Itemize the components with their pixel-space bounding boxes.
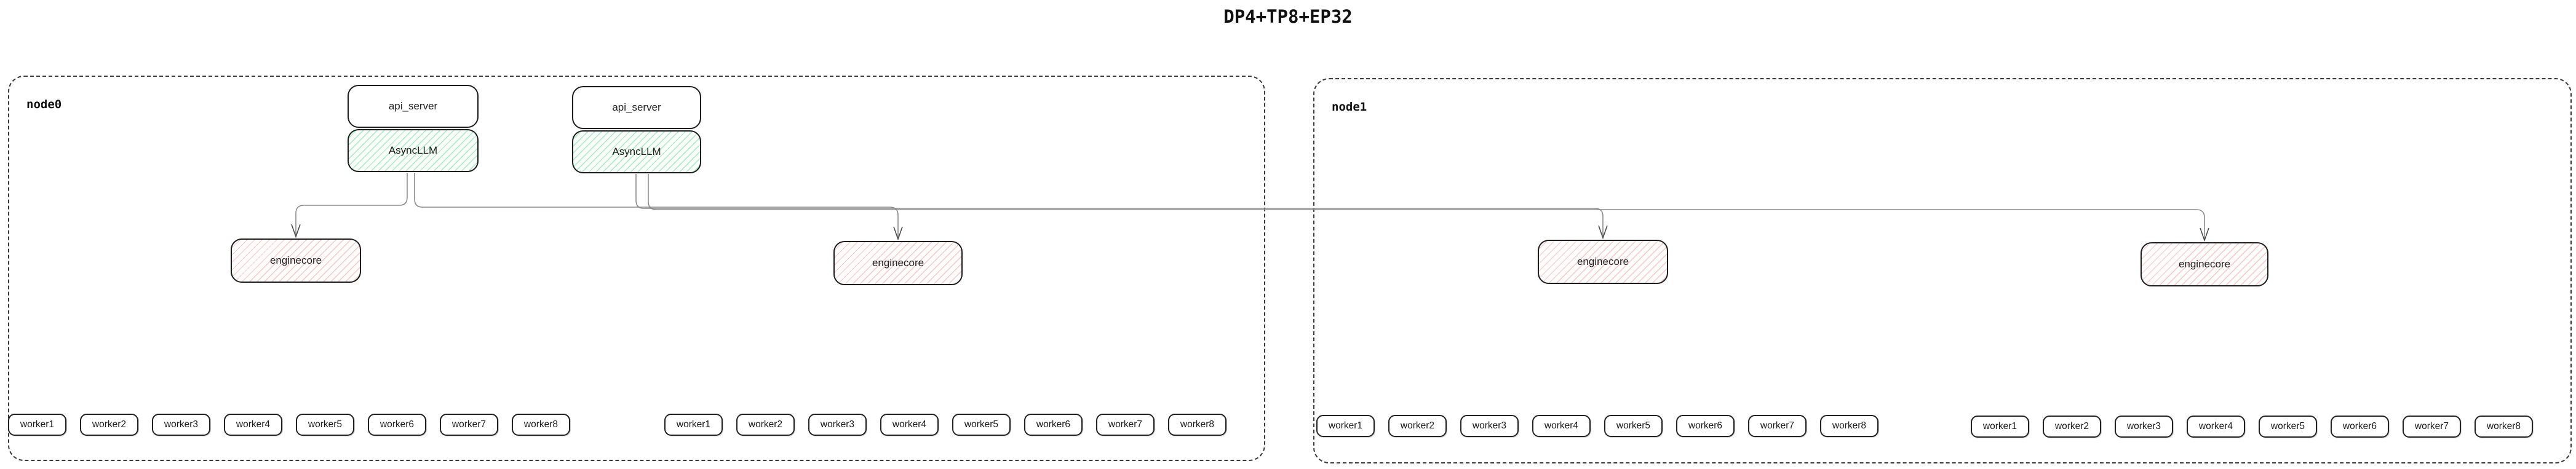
worker-box: worker8	[512, 414, 570, 436]
worker-box: worker2	[2043, 416, 2101, 438]
worker-box: worker8	[1820, 415, 1878, 437]
worker-box: worker3	[2115, 416, 2173, 438]
worker-box: worker8	[2475, 416, 2533, 438]
node0-worker-group-1: worker1 worker2 worker3 worker4 worker5 …	[8, 414, 570, 436]
worker-box: worker8	[1168, 414, 1226, 436]
worker-box: worker6	[1676, 415, 1735, 437]
worker-box: worker5	[1604, 415, 1663, 437]
worker-box: worker4	[2187, 416, 2245, 438]
asyncllm-1-box: AsyncLLM	[348, 129, 479, 172]
worker-box: worker7	[1748, 415, 1807, 437]
worker-box: worker1	[1316, 415, 1375, 437]
node0-worker-group-2: worker1 worker2 worker3 worker4 worker5 …	[664, 414, 1226, 436]
node1-worker-group-1: worker1 worker2 worker3 worker4 worker5 …	[1316, 415, 1878, 437]
worker-box: worker5	[952, 414, 1011, 436]
worker-box: worker2	[736, 414, 795, 436]
worker-box: worker7	[1096, 414, 1155, 436]
enginecore-4-label: enginecore	[2178, 258, 2231, 270]
worker-box: worker5	[2259, 416, 2317, 438]
worker-box: worker6	[1024, 414, 1083, 436]
node1-container: node1	[1313, 78, 2572, 463]
enginecore-4-box: enginecore	[2141, 242, 2268, 286]
worker-box: worker3	[152, 414, 210, 436]
worker-box: worker2	[80, 414, 138, 436]
worker-box: worker4	[880, 414, 939, 436]
asyncllm-1-label: AsyncLLM	[388, 144, 438, 156]
worker-box: worker6	[368, 414, 426, 436]
enginecore-1-label: enginecore	[269, 254, 322, 266]
worker-box: worker5	[296, 414, 354, 436]
api-server-2-box: api_server	[572, 86, 701, 129]
enginecore-1-box: enginecore	[231, 238, 361, 283]
diagram-title: DP4+TP8+EP32	[1223, 6, 1353, 27]
node0-label: node0	[26, 98, 62, 111]
api-server-1-box: api_server	[348, 85, 479, 128]
worker-box: worker4	[1532, 415, 1591, 437]
worker-box: worker3	[1460, 415, 1519, 437]
node0-container: node0	[8, 76, 1265, 461]
node1-label: node1	[1332, 100, 1367, 114]
worker-box: worker2	[1388, 415, 1447, 437]
worker-box: worker4	[224, 414, 282, 436]
asyncllm-2-label: AsyncLLM	[612, 146, 661, 157]
worker-box: worker1	[8, 414, 66, 436]
enginecore-2-box: enginecore	[833, 241, 963, 285]
asyncllm-2-box: AsyncLLM	[572, 130, 701, 173]
api-server-1-label: api_server	[388, 100, 438, 112]
worker-box: worker6	[2331, 416, 2389, 438]
api-server-2-label: api_server	[612, 101, 661, 113]
node1-worker-group-2: worker1 worker2 worker3 worker4 worker5 …	[1971, 416, 2533, 438]
worker-box: worker1	[664, 414, 723, 436]
enginecore-3-box: enginecore	[1538, 240, 1668, 284]
worker-box: worker7	[440, 414, 498, 436]
enginecore-2-label: enginecore	[872, 257, 924, 269]
enginecore-3-label: enginecore	[1576, 256, 1629, 267]
worker-box: worker3	[808, 414, 867, 436]
worker-box: worker1	[1971, 416, 2029, 438]
worker-box: worker7	[2403, 416, 2461, 438]
